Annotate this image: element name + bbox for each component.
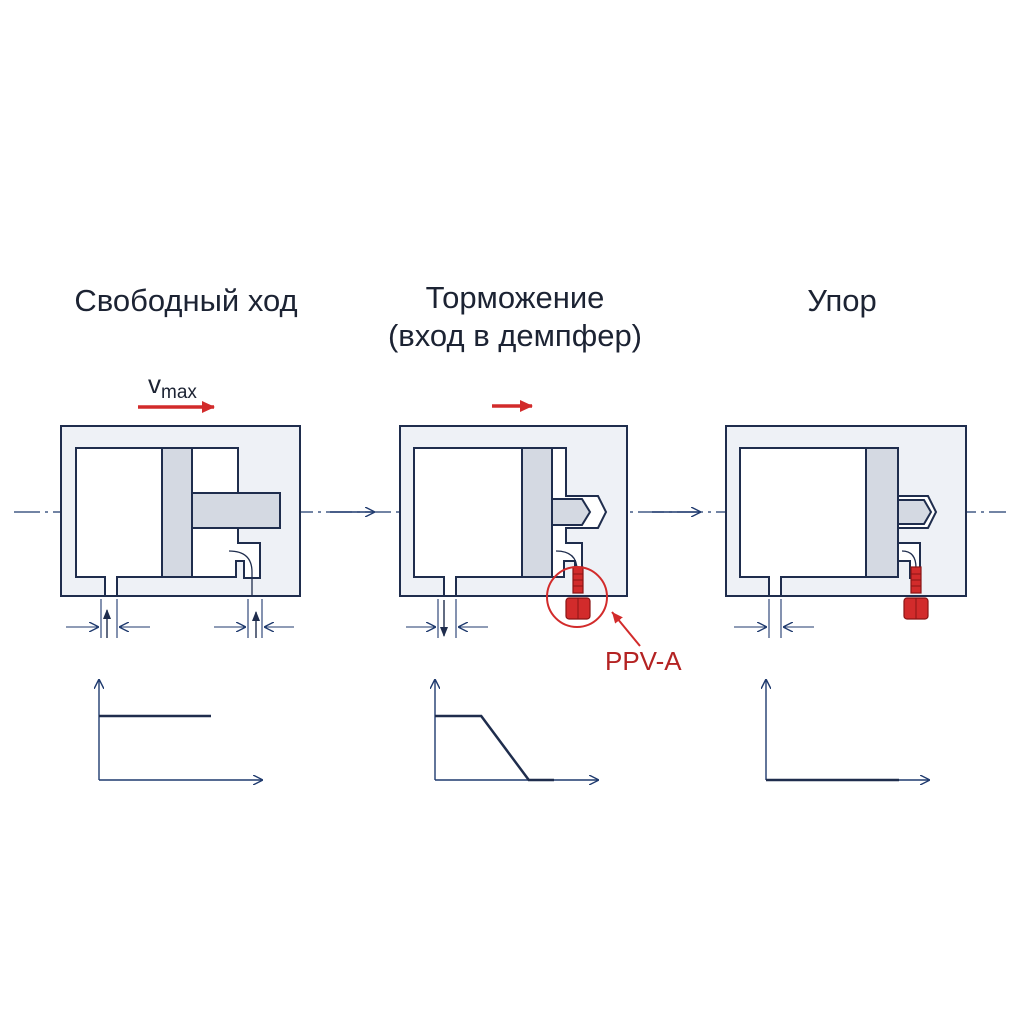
cylinder-panel-stop [725,425,967,638]
panel-title-braking: Торможение [425,280,605,315]
piston-rod [551,498,592,526]
ppv-a-label: PPV-A [605,646,682,676]
piston [161,447,193,578]
piston-rod [191,492,281,529]
port-a-dimension [406,599,488,638]
velocity-graph-braking [435,680,598,780]
panel-title-stop: Упор [807,283,877,318]
ppv-a-pointer-arrow [611,611,641,647]
ppv-a-valve-screw [565,566,591,620]
cylinder-panel-free-run [60,425,301,638]
throttle-channel [901,550,917,569]
cylinder-panel-braking: PPV-A [399,425,682,676]
velocity-graph-free-run [99,680,262,780]
port-a-dimension [734,599,814,638]
velocity-profile-line [435,714,554,782]
velocity-label: vmax [148,369,197,403]
piston [865,447,899,578]
panel-title-braking-subtitle: (вход в демпфер) [387,318,643,353]
port-a-dimension [66,599,150,638]
ppv-a-highlight-circle [546,566,608,628]
panel-title-free-run: Свободный ход [74,283,298,318]
velocity-symbol: v [148,369,161,399]
ppv-a-valve-screw [903,566,929,620]
port-b-dimension [214,599,294,638]
velocity-graph-stop [766,680,929,780]
piston [521,447,553,578]
throttle-channel [228,550,253,596]
velocity-subscript: max [161,382,197,403]
piston-rod [897,499,933,525]
